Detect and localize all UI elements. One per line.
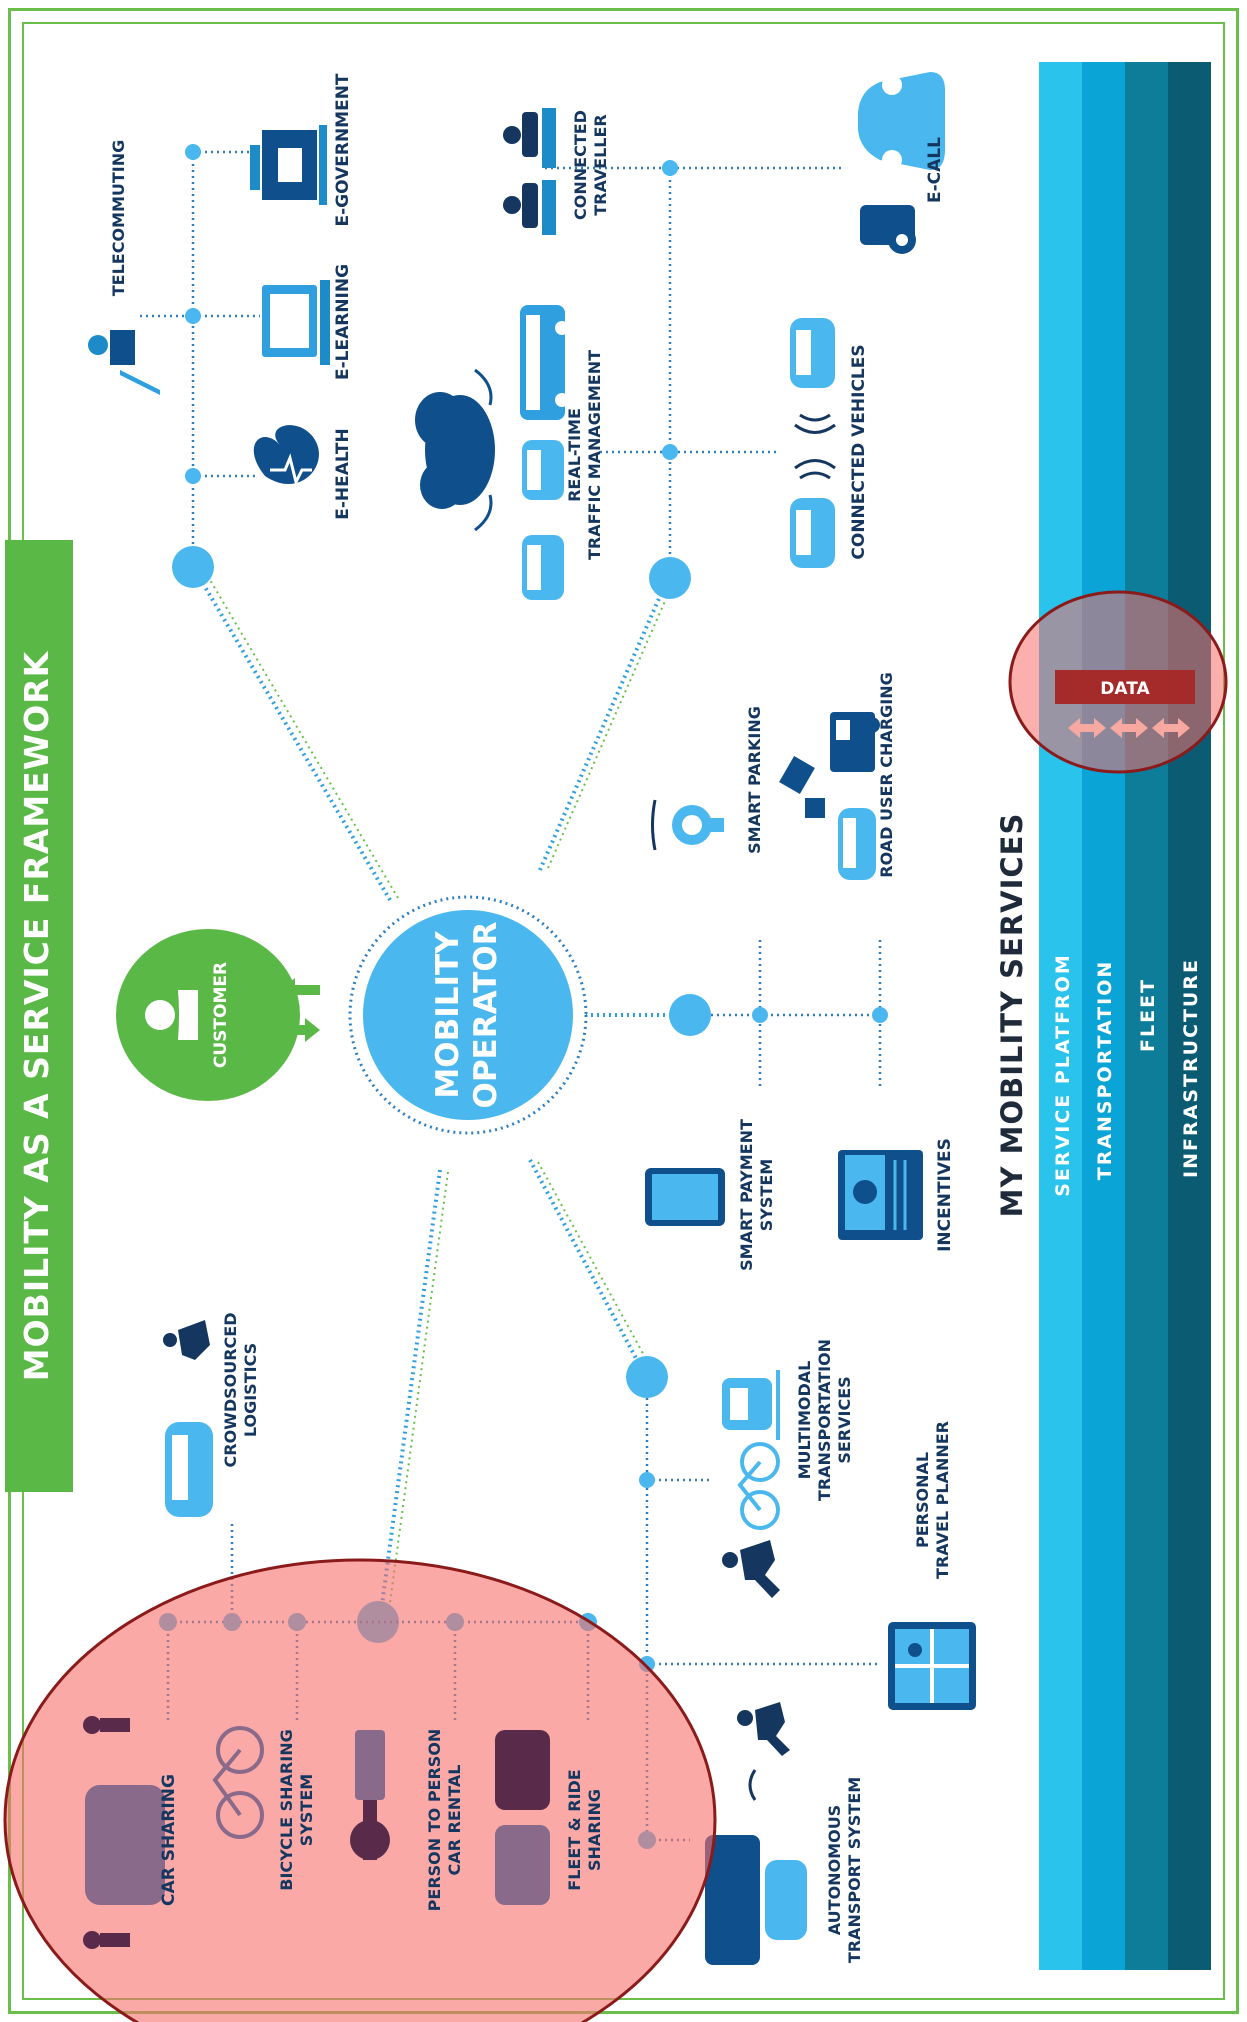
label-ehealth: E-HEALTH bbox=[333, 428, 353, 520]
car-icon bbox=[165, 1422, 213, 1517]
tow-truck-icon bbox=[860, 205, 916, 254]
label-bicycle-sharing-1: BICYCLE SHARING bbox=[277, 1729, 296, 1890]
layer-label-transportation: TRANSPORTATION bbox=[1094, 960, 1116, 1181]
label-autonomous-2: TRANSPORT SYSTEM bbox=[845, 1777, 864, 1963]
layer-label-fleet: FLEET bbox=[1137, 978, 1159, 1052]
car-icon bbox=[858, 72, 945, 170]
customer-node[interactable] bbox=[116, 929, 300, 1101]
label-connected-vehicles: CONNECTED VEHICLES bbox=[849, 344, 869, 559]
mobility-operator-node[interactable] bbox=[363, 910, 573, 1120]
wireless-signal-icon bbox=[794, 413, 836, 480]
label-fleet-ride-1: FLEET & RIDE bbox=[565, 1769, 584, 1890]
layer-label-infrastructure: INFRASTRUCTURE bbox=[1180, 958, 1202, 1178]
train-icon bbox=[722, 1370, 780, 1440]
title-banner bbox=[5, 540, 73, 1492]
walking-person-icon bbox=[722, 1540, 780, 1598]
autonomous-car-icon bbox=[705, 1835, 807, 1965]
government-building-icon bbox=[250, 125, 327, 205]
label-car-sharing: CAR SHARING bbox=[159, 1774, 179, 1906]
label-ecall: E-CALL bbox=[925, 137, 945, 203]
label-crowdsourced-1: CROWDSOURCED bbox=[221, 1313, 240, 1468]
label-p2p-rental-2: CAR RENTAL bbox=[445, 1765, 464, 1876]
heart-icon bbox=[253, 425, 319, 487]
label-smart-parking: SMART PARKING bbox=[745, 706, 764, 854]
layer-label-service-platform: SERVICE PLATFROM bbox=[1052, 953, 1074, 1197]
fleet-sharing-icon bbox=[495, 1730, 550, 1905]
data-badge bbox=[1055, 670, 1195, 704]
laptop-icon bbox=[262, 280, 330, 365]
car-icon bbox=[790, 498, 835, 568]
bus-icon bbox=[520, 305, 569, 420]
bidirectional-arrows-icon bbox=[280, 978, 320, 1042]
spoke-lines bbox=[193, 568, 690, 1621]
page-title: MOBILITY AS A SERVICE FRAMEWORK bbox=[17, 650, 56, 1381]
label-personal-planner-2: TRAVEL PLANNER bbox=[933, 1421, 952, 1579]
label-bicycle-sharing-2: SYSTEM bbox=[297, 1774, 316, 1846]
label-crowdsourced-2: LOGISTICS bbox=[241, 1343, 260, 1437]
car-icon bbox=[838, 808, 876, 880]
car-icon bbox=[522, 440, 564, 500]
label-multimodal-1: MULTIMODAL bbox=[795, 1361, 814, 1480]
label-p2p-rental-1: PERSON TO PERSON bbox=[425, 1729, 444, 1912]
customer-label: CUSTOMER bbox=[211, 962, 231, 1068]
label-egovernment: E-GOVERNMENT bbox=[333, 73, 353, 226]
data-badge-label: DATA bbox=[1100, 679, 1150, 699]
key-icon bbox=[350, 1730, 390, 1860]
operator-label-line1: MOBILITY bbox=[430, 931, 466, 1099]
label-smart-payment-1: SMART PAYMENT bbox=[737, 1119, 756, 1271]
walking-person-icon bbox=[737, 1702, 790, 1801]
label-road-user-charging: ROAD USER CHARGING bbox=[877, 672, 896, 878]
data-arrows bbox=[1068, 718, 1190, 738]
layer-fleet bbox=[1125, 62, 1168, 1970]
label-fleet-ride-2: SHARING bbox=[585, 1789, 604, 1871]
label-realtime-traffic-1: REAL-TIME bbox=[565, 408, 584, 502]
layers-title: MY MOBILITY SERVICES bbox=[995, 813, 1029, 1218]
tablet-icon bbox=[645, 1168, 725, 1226]
car-icon bbox=[522, 535, 564, 600]
label-connected-traveller-1: CONNECTED bbox=[571, 110, 590, 220]
map-icon bbox=[888, 1622, 976, 1710]
parking-meter-icon bbox=[651, 799, 724, 851]
label-smart-payment-2: SYSTEM bbox=[757, 1159, 776, 1231]
truck-icon bbox=[830, 712, 880, 772]
label-elearning: E-LEARNING bbox=[333, 264, 353, 380]
car-icon bbox=[790, 318, 835, 388]
people-icon bbox=[503, 108, 556, 235]
label-personal-planner-1: PERSONAL bbox=[913, 1452, 932, 1548]
label-realtime-traffic-2: TRAFFIC MANAGEMENT bbox=[585, 350, 604, 560]
layer-transportation bbox=[1082, 62, 1125, 1970]
customer-person-icon bbox=[145, 990, 198, 1040]
satellite-icon bbox=[779, 756, 825, 818]
wallet-icon bbox=[838, 1150, 923, 1240]
label-multimodal-3: SERVICES bbox=[835, 1376, 854, 1463]
label-autonomous-1: AUTONOMOUS bbox=[825, 1805, 844, 1935]
person-laptop-icon bbox=[88, 330, 160, 395]
layer-service-platform bbox=[1039, 62, 1082, 1970]
operator-label-line2: OPERATOR bbox=[468, 921, 504, 1108]
label-incentives: INCENTIVES bbox=[935, 1138, 955, 1252]
label-connected-traveller-2: TRAVELLER bbox=[591, 114, 610, 215]
delivery-person-icon bbox=[163, 1320, 210, 1360]
label-telecommuting: TELECOMMUTING bbox=[109, 140, 128, 297]
label-multimodal-2: TRANSPORTATION bbox=[815, 1339, 834, 1501]
bicycle-icon bbox=[212, 1726, 264, 1839]
bicycle-icon bbox=[737, 1442, 780, 1530]
cloud-icon bbox=[415, 368, 495, 532]
layer-infrastructure bbox=[1168, 62, 1211, 1970]
car-sharing-icon bbox=[83, 1716, 165, 1949]
